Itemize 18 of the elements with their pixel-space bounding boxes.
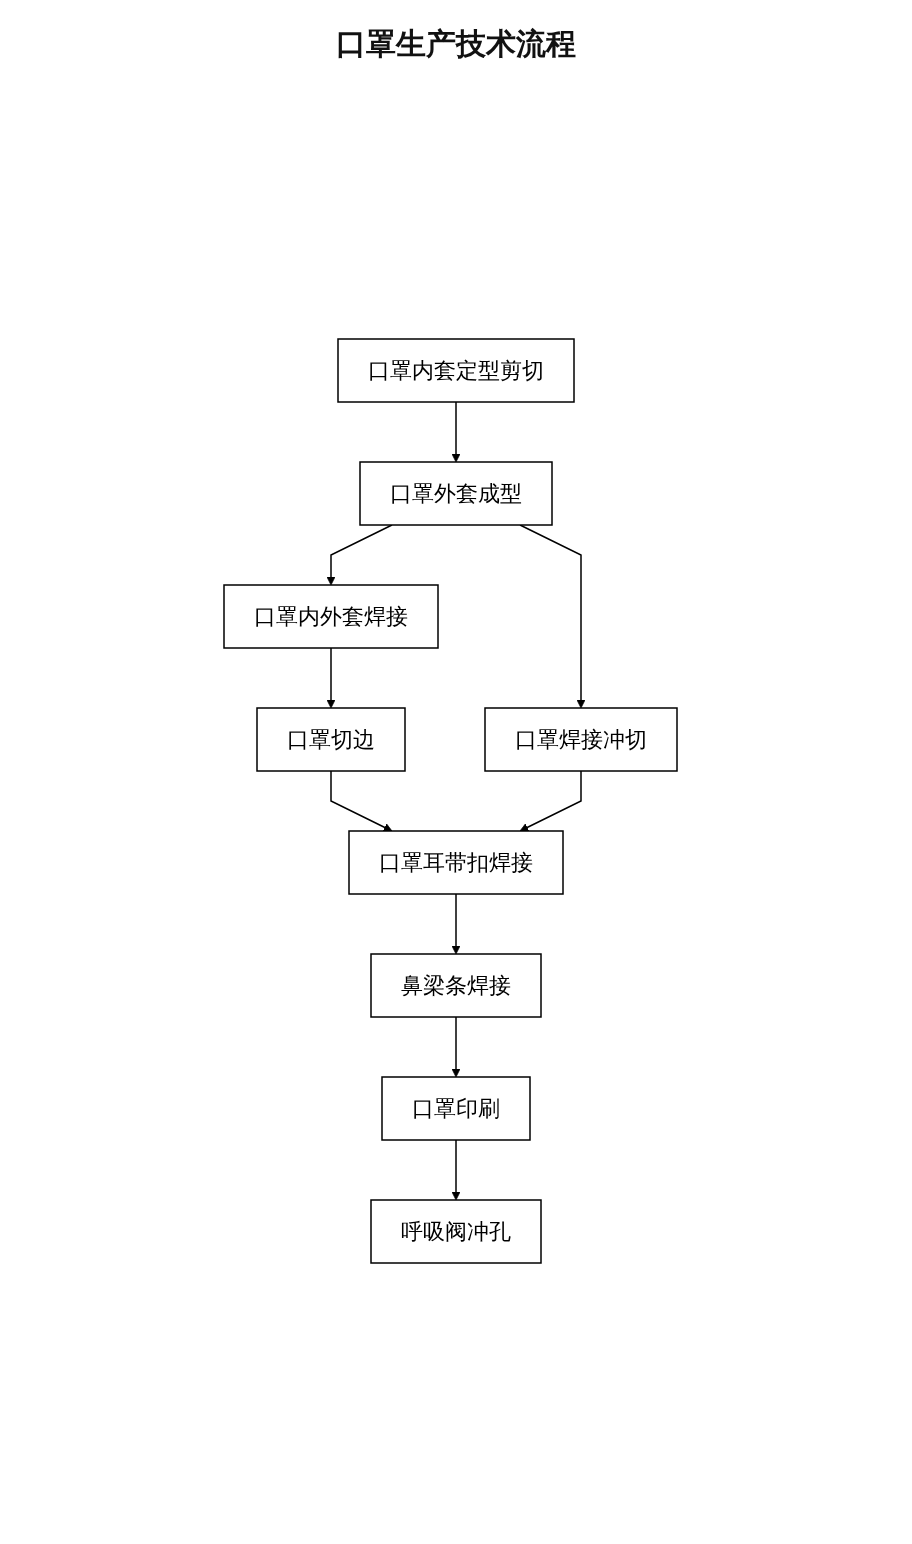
node-box: 呼吸阀冲孔 (369, 1199, 542, 1264)
arrow (451, 1139, 460, 1201)
node-box: 口罩切边 (255, 707, 406, 772)
node-box: 口罩内套定型剪切 (336, 338, 575, 403)
arrow (451, 1016, 460, 1078)
node-box: 口罩印刷 (380, 1076, 531, 1141)
node-box: 口罩焊接冲切 (483, 707, 678, 772)
arrow (326, 524, 393, 586)
arrow (329, 770, 392, 832)
arrow (451, 893, 460, 955)
node-box: 口罩内外套焊接 (222, 584, 439, 649)
arrow (519, 770, 582, 832)
node-box: 鼻梁条焊接 (369, 953, 542, 1018)
diagram-title: 口罩生产技术流程 (335, 25, 577, 63)
node-box: 口罩外套成型 (358, 461, 553, 526)
node-box: 口罩耳带扣焊接 (347, 830, 564, 895)
arrow (451, 401, 460, 463)
arrow (326, 647, 335, 709)
